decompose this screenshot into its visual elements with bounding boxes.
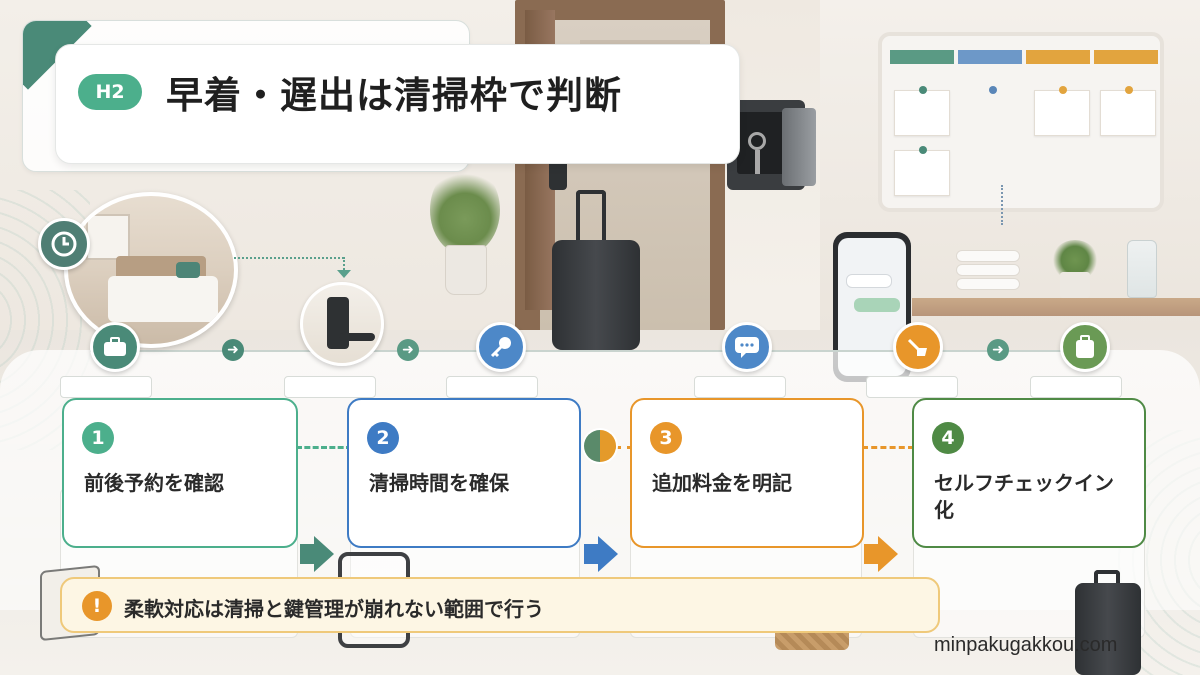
step-number-3: 3 <box>650 422 682 454</box>
warning-icon: ! <box>82 591 112 621</box>
arrow-right-icon: ➜ <box>222 339 244 361</box>
key-icon-illustration <box>748 132 766 150</box>
shelf-illustration <box>912 298 1200 316</box>
step-label-4: セルフチェックイン化 <box>934 471 1114 522</box>
suitcase-illustration <box>1075 583 1141 675</box>
schedule-board-illustration <box>878 32 1164 212</box>
note-bar: ! 柔軟対応は清掃と鍵管理が崩れない範囲で行う <box>60 577 940 633</box>
title-banner: H2 早着・遅出は清掃枠で判断 <box>55 44 740 164</box>
page-title: 早着・遅出は清掃枠で判断 <box>166 74 622 117</box>
briefcase-icon <box>90 322 140 372</box>
chat-icon <box>722 322 772 372</box>
key-safe-door <box>782 108 816 186</box>
step-card-1: 1 前後予約を確認 <box>62 398 298 548</box>
step-arrow-icon <box>598 536 618 572</box>
site-url: minpakugakkou.com <box>934 634 1118 656</box>
step-card-2: 2 清掃時間を確保 <box>347 398 581 548</box>
spray-bottle-illustration <box>1127 240 1157 298</box>
step-arrow-icon <box>314 536 334 572</box>
step-number-1: 1 <box>82 422 114 454</box>
plant-illustration <box>430 165 500 255</box>
door-lock-photo <box>300 282 384 366</box>
step-number-4: 4 <box>932 422 964 454</box>
clock-icon <box>38 218 90 270</box>
step-arrow-icon <box>878 536 898 572</box>
step-label-3: 追加料金を明記 <box>652 471 792 495</box>
key-icon <box>476 322 526 372</box>
cleaning-icon <box>893 322 943 372</box>
step-card-3: 3 追加料金を明記 <box>630 398 864 548</box>
hotel-room-photo <box>64 192 238 348</box>
step-label-1: 前後予約を確認 <box>84 471 224 495</box>
heading-badge: H2 <box>78 74 142 110</box>
arrow-right-icon: ➜ <box>987 339 1009 361</box>
luggage-icon <box>1060 322 1110 372</box>
towel-illustration <box>956 250 1020 262</box>
step-number-2: 2 <box>367 422 399 454</box>
step-label-2: 清掃時間を確保 <box>369 471 509 495</box>
transition-dot <box>582 428 618 464</box>
plant-pot <box>445 245 487 295</box>
note-text: 柔軟対応は清掃と鍵管理が崩れない範囲で行う <box>124 597 544 621</box>
arrow-right-icon: ➜ <box>397 339 419 361</box>
suitcase-illustration <box>552 240 640 350</box>
step-card-4: 4 セルフチェックイン化 <box>912 398 1146 548</box>
